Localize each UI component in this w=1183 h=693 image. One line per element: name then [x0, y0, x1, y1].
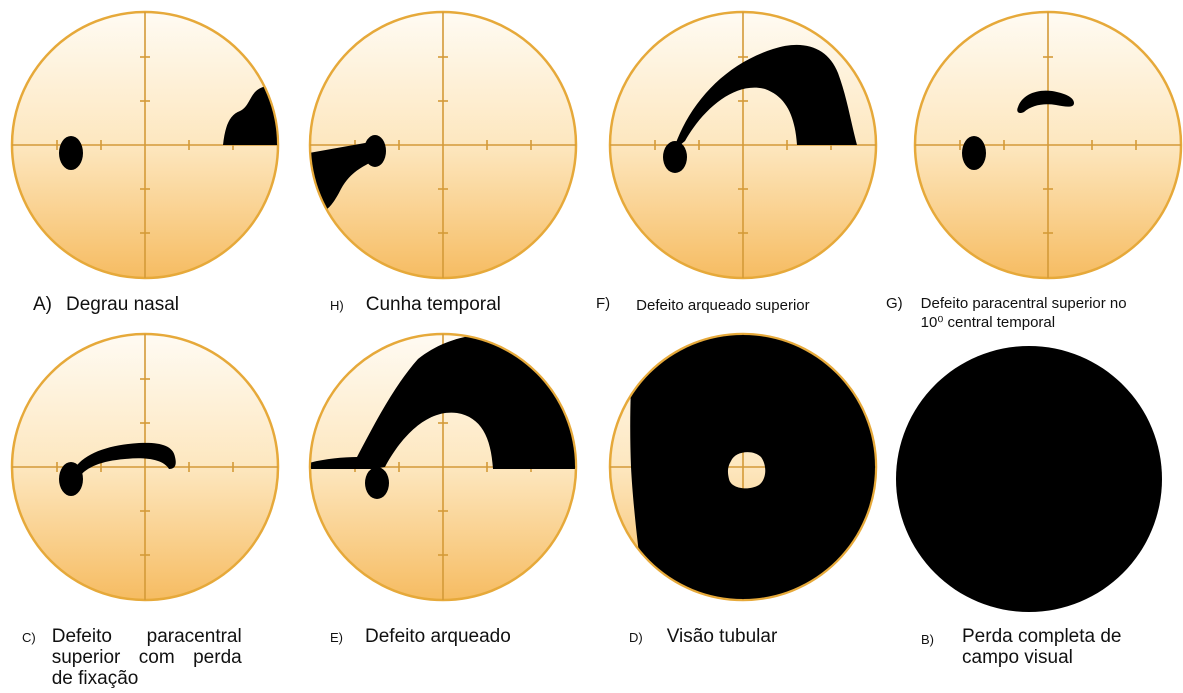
caption-letter: C): [22, 626, 36, 648]
caption-letter: A): [33, 294, 52, 315]
caption-text: Defeito paracentral superior com perda d…: [52, 626, 242, 689]
caption-d: D) Visão tubular: [629, 626, 777, 648]
caption-b: B) Perda completa de campo visual: [921, 626, 1152, 668]
visual-field-a: [10, 10, 280, 280]
caption-letter: B): [921, 626, 934, 650]
blind-spot: [365, 467, 389, 499]
visual-field-d: [608, 332, 878, 602]
blind-spot: [364, 135, 386, 167]
caption-letter: D): [629, 626, 643, 648]
visual-field-e: [308, 332, 578, 602]
caption-letter: G): [886, 294, 903, 314]
blind-spot: [59, 462, 83, 496]
visual-field-h: [308, 10, 578, 280]
complete-loss-defect: [896, 346, 1162, 612]
blind-spot: [59, 136, 83, 170]
caption-text: Visão tubular: [667, 626, 778, 647]
blind-spot: [962, 136, 986, 170]
blind-spot: [663, 141, 687, 173]
caption-text: Defeito paracentral superior no 10⁰ cent…: [921, 294, 1151, 332]
caption-text: Perda completa de campo visual: [962, 626, 1152, 668]
caption-text: Degrau nasal: [66, 294, 179, 315]
caption-text: Cunha temporal: [366, 294, 501, 315]
caption-a: A) Degrau nasal: [33, 294, 179, 315]
caption-c: C) Defeito paracentral superior com perd…: [22, 626, 242, 689]
caption-h: H) Cunha temporal: [330, 294, 501, 316]
caption-letter: F): [596, 294, 610, 314]
caption-text: Defeito arqueado: [365, 626, 511, 647]
caption-letter: H): [330, 294, 344, 316]
visual-field-g: [913, 10, 1183, 280]
visual-field-c: [10, 332, 280, 602]
visual-field-f: [608, 10, 878, 280]
caption-f: F) Defeito arqueado superior: [596, 294, 810, 315]
caption-e: E) Defeito arqueado: [330, 626, 511, 648]
caption-letter: E): [330, 626, 343, 648]
visual-field-b: [895, 345, 1163, 613]
caption-g: G) Defeito paracentral superior no 10⁰ c…: [886, 294, 1151, 332]
caption-text: Defeito arqueado superior: [636, 294, 809, 315]
